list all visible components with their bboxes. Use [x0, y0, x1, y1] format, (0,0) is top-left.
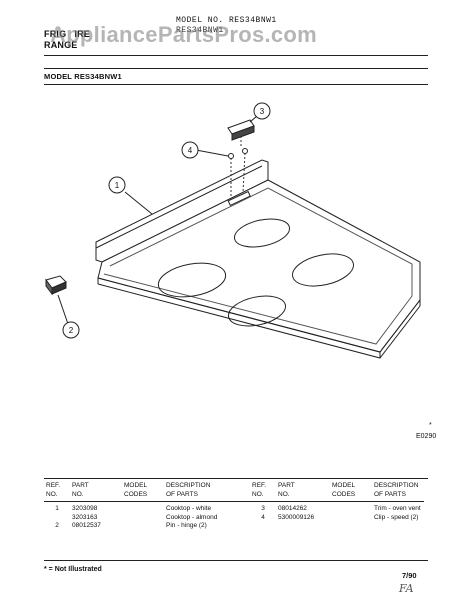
- callout-leaders: [57, 115, 258, 325]
- not-illustrated-note: * = Not Illustrated: [44, 566, 102, 573]
- desc-cell: Cooktop - white: [166, 505, 212, 512]
- table-row: 3203163 Cooktop - almond 4 5300009126 Cl…: [44, 514, 424, 523]
- part-cell: 3203163: [72, 513, 98, 521]
- assembly-leader-lines: [230, 136, 246, 196]
- table-header-rule: [44, 501, 424, 502]
- ref-cell: 1: [55, 505, 59, 512]
- desc-cell: Pin - hinge (2): [166, 522, 207, 529]
- figure-mark: *: [429, 422, 432, 429]
- col-codes-left: MODEL CODES: [124, 482, 148, 498]
- part-cell: 3203098: [72, 505, 98, 512]
- col-codes-right: MODEL CODES: [332, 482, 356, 498]
- section-rule-bottom: [44, 84, 428, 85]
- callout-4: 4: [188, 146, 193, 155]
- callout-2: 2: [69, 326, 74, 335]
- desc-cell: Clip - speed (2): [374, 513, 419, 521]
- product-type: RANGE: [44, 40, 78, 50]
- ref-cell: [44, 514, 70, 523]
- burner-opening-left-front: [157, 262, 227, 298]
- col-ref-left: REF. NO.: [46, 482, 61, 498]
- table-header-row: REF. NO. PART NO. MODEL CODES DESCRIPTIO…: [44, 482, 424, 499]
- callout-circle-2: [62, 321, 80, 339]
- header-rule: [44, 55, 428, 56]
- part-cell: [276, 522, 330, 531]
- callout-circle-3: [253, 102, 271, 120]
- col-ref-right: REF. NO.: [252, 482, 267, 498]
- burner-opening-center-front: [227, 295, 287, 327]
- ref-cell: 4: [261, 513, 265, 521]
- col-desc-right: DESCRIPTION OF PARTS: [374, 482, 419, 498]
- burner-opening-right: [292, 253, 354, 287]
- brand-name: FRIG IRE: [44, 29, 91, 39]
- codes-cell: [122, 514, 164, 523]
- revision-date: 7/90: [402, 571, 417, 580]
- codes-cell: [330, 522, 372, 531]
- desc-cell: [372, 522, 424, 531]
- codes-cell: [122, 522, 164, 531]
- parts-table: REF. NO. PART NO. MODEL CODES DESCRIPTIO…: [44, 482, 424, 531]
- codes-cell: [122, 505, 164, 514]
- oven-vent-trim-part: [227, 119, 255, 141]
- watermark: AppliancePartsPros.com: [50, 22, 318, 47]
- cooktop-assembly: [95, 159, 421, 359]
- table-bottom-rule: [44, 560, 428, 561]
- burner-opening-left-rear: [233, 218, 291, 248]
- table-top-rule: [44, 478, 428, 479]
- brand-heading: FRIG IRE RANGE: [44, 29, 90, 51]
- section-rule: [44, 68, 428, 69]
- backguard-top-edge: [95, 165, 263, 249]
- callout-circle-1: [108, 176, 126, 194]
- oven-vent-slot: [227, 190, 251, 207]
- col-desc-left: DESCRIPTION OF PARTS: [166, 482, 211, 498]
- ref-cell: [250, 522, 276, 531]
- table-row: 2 08012537 Pin - hinge (2): [44, 522, 424, 531]
- section-model-heading: MODEL RES34BNW1: [44, 72, 122, 81]
- callout-3: 3: [260, 107, 265, 116]
- col-part-left: PART NO.: [72, 482, 89, 498]
- table-row: 1 3203098 Cooktop - white 3 08014262 Tri…: [44, 505, 424, 514]
- hinge-pin-part: [45, 275, 67, 296]
- callout-1: 1: [115, 181, 120, 190]
- cooktop-inner-rim: [103, 187, 413, 345]
- model-number-heading: MODEL NO. RES34BNW1: [176, 16, 277, 25]
- part-cell: 5300009126: [278, 513, 315, 521]
- col-part-right: PART NO.: [278, 482, 295, 498]
- codes-cell: [330, 514, 372, 523]
- handwritten-initials: FA: [399, 582, 414, 595]
- ref-cell: 3: [261, 505, 265, 512]
- part-cell: 08012537: [72, 522, 101, 529]
- ref-cell: 2: [55, 522, 59, 529]
- codes-cell: [330, 505, 372, 514]
- part-cell: 08014262: [278, 505, 307, 512]
- model-number-subheading: RES34BNW1: [176, 26, 224, 35]
- desc-cell: Trim - oven vent: [374, 505, 421, 512]
- desc-cell: Cooktop - almond: [166, 513, 218, 521]
- callout-circle-4: [181, 141, 199, 159]
- figure-code: E0290: [416, 433, 437, 440]
